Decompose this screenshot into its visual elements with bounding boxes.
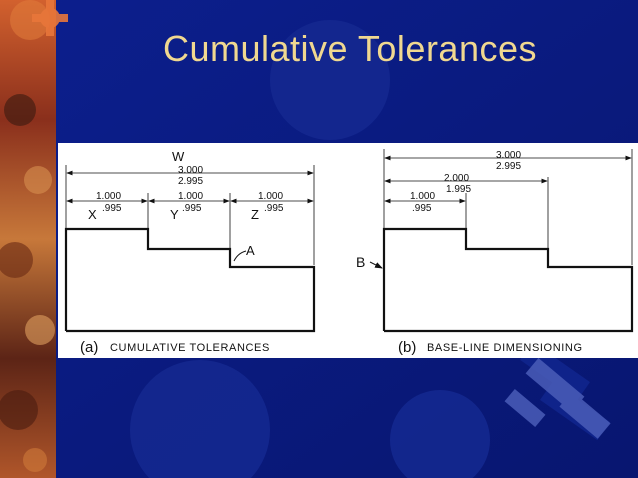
dim2-lower-limit: 1.995 xyxy=(446,184,471,195)
segment-y-lower: .995 xyxy=(182,203,202,214)
dim2-upper-limit: 2.000 xyxy=(444,173,469,184)
slide-title: Cumulative Tolerances xyxy=(162,28,537,69)
overall-upper-limit: 3.000 xyxy=(178,165,203,176)
segment-x-lower: .995 xyxy=(102,203,122,214)
overall-lower-limit: 2.995 xyxy=(178,176,203,187)
caption-a: CUMULATIVE TOLERANCES xyxy=(110,342,270,354)
dim1-upper-limit: 1.000 xyxy=(410,191,435,202)
point-a-label: A xyxy=(246,243,255,258)
segment-z-letter: Z xyxy=(251,207,259,222)
segment-x-letter: X xyxy=(88,207,97,222)
caption-a-letter: (a) xyxy=(80,339,98,356)
segment-z-lower: .995 xyxy=(264,203,284,214)
dim3-lower-limit: 2.995 xyxy=(496,161,521,172)
caption-b: BASE-LINE DIMENSIONING xyxy=(427,342,583,354)
segment-x-upper: 1.000 xyxy=(96,191,121,202)
figure-a-labels: W 3.000 2.995 1.000 .995 X 1.000 .995 Y … xyxy=(80,149,284,356)
segment-y-upper: 1.000 xyxy=(178,191,203,202)
figure-svg: W 3.000 2.995 1.000 .995 X 1.000 .995 Y … xyxy=(64,149,634,356)
figure-a xyxy=(64,165,316,333)
segment-z-upper: 1.000 xyxy=(258,191,283,202)
overall-width-label: W xyxy=(172,149,185,164)
tolerance-figure: W 3.000 2.995 1.000 .995 X 1.000 .995 Y … xyxy=(58,143,638,358)
figure-b xyxy=(369,149,634,333)
segment-y-letter: Y xyxy=(170,207,179,222)
dim1-lower-limit: .995 xyxy=(412,203,432,214)
dim3-upper-limit: 3.000 xyxy=(496,150,521,161)
baseline-b-label: B xyxy=(356,254,365,270)
caption-b-letter: (b) xyxy=(398,339,416,356)
figure-b-labels: 3.000 2.995 2.000 1.995 1.000 .995 B (b)… xyxy=(356,150,583,356)
